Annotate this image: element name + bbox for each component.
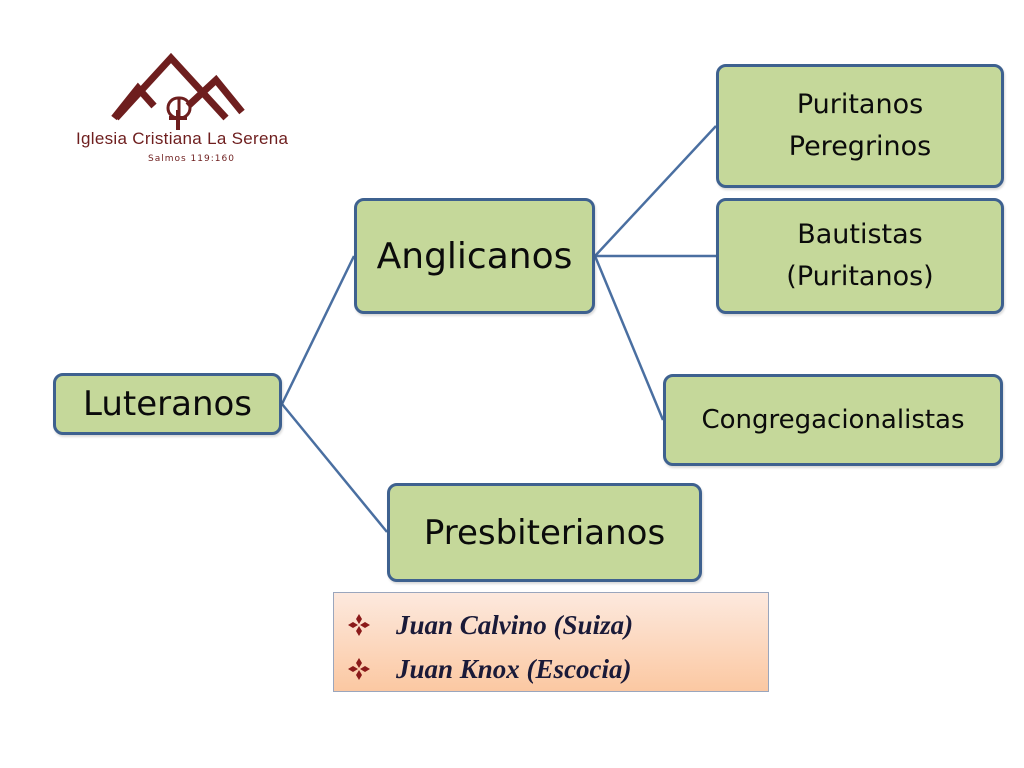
node-presbiterianos: Presbiterianos [387, 483, 702, 582]
node-anglicanos: Anglicanos [354, 198, 595, 314]
diamond-bullet-icon [348, 658, 370, 680]
edge-anglicanos-congregacionalistas [593, 255, 665, 421]
node-label-line1: Puritanos [796, 89, 924, 121]
edge-luteranos-anglicanos [280, 255, 356, 405]
diamond-bullet-icon [348, 614, 370, 636]
node-label-line1: Bautistas [797, 219, 923, 251]
node-label-line2: Peregrinos [788, 131, 932, 162]
node-luteranos: Luteranos [53, 373, 282, 435]
list-item-text: Juan Knox (Escocia) [396, 653, 632, 684]
node-congregacionalistas: Congregacionalistas [663, 374, 1003, 466]
list-item: Juan Knox (Escocia) [348, 647, 768, 691]
node-label: Anglicanos [376, 235, 573, 277]
logo-verse: Salmos 119:160 [148, 154, 235, 164]
list-item: Juan Calvino (Suiza) [348, 603, 768, 647]
node-bautistas: Bautistas (Puritanos) [716, 198, 1004, 314]
node-label-line2: (Puritanos) [786, 261, 934, 292]
node-label: Congregacionalistas [701, 405, 965, 435]
node-puritanos-peregrinos: Puritanos Peregrinos [716, 64, 1004, 188]
edge-luteranos-presbiterianos [281, 403, 388, 533]
church-roofs-icon [111, 52, 245, 130]
node-label: Presbiterianos [423, 512, 666, 553]
church-logo: Iglesia Cristiana La Serena Salmos 119:1… [76, 50, 289, 170]
edge-anglicanos-puritanos [594, 125, 717, 257]
node-label: Luteranos [82, 384, 253, 424]
logo-church-name: Iglesia Cristiana La Serena [76, 129, 289, 148]
presbiterianos-notes-box: Juan Calvino (Suiza) Juan Knox (Escocia) [333, 592, 769, 692]
list-item-text: Juan Calvino (Suiza) [396, 609, 634, 640]
